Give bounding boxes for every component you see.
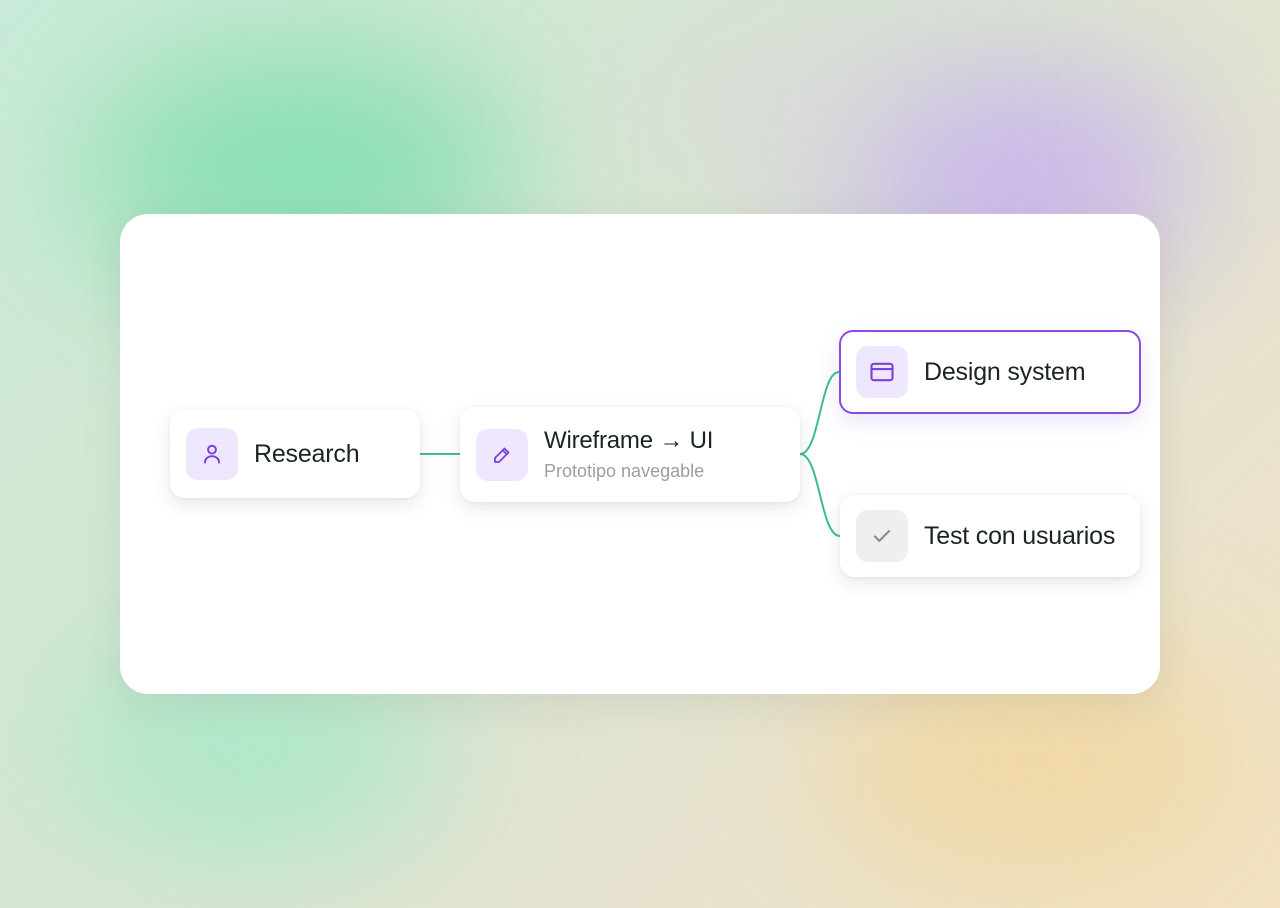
user-icon [186,428,238,480]
pencil-icon [476,428,528,481]
node-test-label: Test con usuarios [924,521,1116,550]
check-icon [856,510,908,562]
node-wireframe-sublabel: Prototipo navegable [544,461,705,481]
flow-card: Research Wireframe → UI Prototipo navega… [120,214,1160,694]
edge-wireframe-design-system [799,371,840,455]
node-test-con-usuarios[interactable]: Test con usuarios [840,495,1140,577]
node-wireframe[interactable]: Wireframe → UI Prototipo navegable [460,407,800,502]
card-icon [856,346,908,398]
node-research-label: Research [254,439,360,468]
node-design-system[interactable]: Design system [839,330,1141,414]
node-design-system-label: Design system [924,357,1086,386]
node-wireframe-label: Wireframe → UI [544,427,714,454]
node-research[interactable]: Research [170,410,420,498]
edge-wireframe-test [799,453,841,537]
